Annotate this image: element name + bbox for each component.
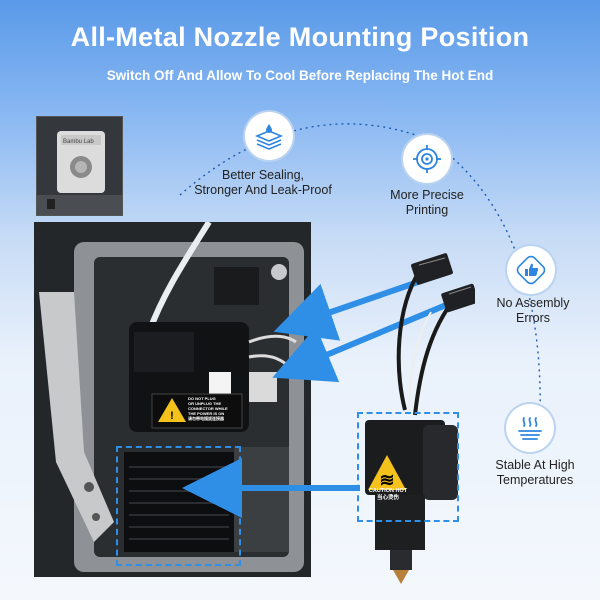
hotend-dashed-frame (357, 412, 459, 522)
svg-text:!: ! (170, 410, 174, 422)
page-title: All-Metal Nozzle Mounting Position (70, 22, 530, 52)
crosshair-target-icon (403, 135, 451, 183)
feature-label-assembly: No Assembly Errors (496, 296, 570, 325)
thumbs-up-icon (507, 246, 555, 294)
arrow-cable-top (273, 279, 419, 341)
svg-text:≋: ≋ (379, 470, 394, 490)
caution-label: CAUTION HOT 当心烫伤 (368, 488, 408, 501)
arrow-cable-bottom (272, 302, 448, 383)
layers-droplet-icon (245, 112, 293, 160)
brand-text: Bambu Lab (63, 139, 94, 145)
extruder-photo: ! DO NOT PLUG OR UNPLUG THE CONNECTOR WH… (34, 222, 311, 577)
heat-waves-icon (506, 404, 554, 452)
feature-label-sealing: Better Sealing, Stronger And Leak-Proof (194, 168, 332, 197)
feature-label-temperatures: Stable At High Temperatures (495, 458, 575, 487)
hotend-product: ≋ CAUTION HOT 当心烫伤 (335, 250, 479, 585)
feature-label-precise: More Precise Printing (390, 188, 464, 217)
page-subtitle: Switch Off And Allow To Cool Before Repl… (106, 68, 494, 83)
warning-label-text: DO NOT PLUG OR UNPLUG THE CONNECTOR WHIL… (188, 396, 228, 421)
toolhead-thumbnail: Bambu Lab (36, 116, 123, 216)
